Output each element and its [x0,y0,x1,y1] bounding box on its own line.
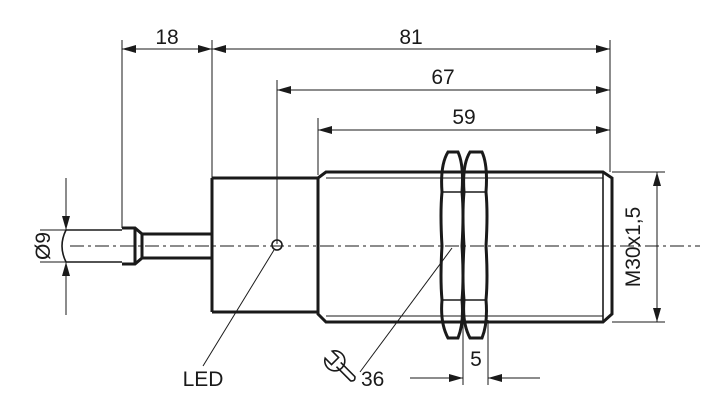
led-leader-line [202,249,275,367]
led-callout: LED [183,249,275,391]
hex-nut-right [461,150,489,340]
wrench-icon [324,350,356,382]
led-label: LED [183,368,224,391]
dimension-thread: M30x1,5 [622,172,661,322]
extension-lines [40,40,665,385]
sensor-body [210,176,318,314]
dimension-67: 67 [277,66,610,94]
dimension-59: 59 [318,106,610,134]
wrench-size-label: 36 [361,368,384,391]
dimension-81-label: 81 [399,26,422,49]
dimension-5-label: 5 [470,348,482,371]
thread-label: M30x1,5 [622,207,645,288]
cable [61,226,212,266]
led-window [271,239,283,251]
cable-gland [122,226,144,266]
hex-nuts [439,150,489,340]
dimension-81: 81 [212,26,610,53]
dimension-18: 18 [122,26,212,53]
cable-break [61,229,67,263]
wrench-callout: 36 [324,247,453,391]
dimension-18-label: 18 [155,26,178,49]
dimension-5: 5 [410,348,540,382]
cable-diameter-label: Ø9 [32,232,55,260]
wrench-leader-line [359,247,453,373]
dimension-cable-diameter: Ø9 [32,178,70,315]
hex-nut-left [439,150,465,340]
dimension-59-label: 59 [452,106,475,129]
dimension-67-label: 67 [431,66,454,89]
